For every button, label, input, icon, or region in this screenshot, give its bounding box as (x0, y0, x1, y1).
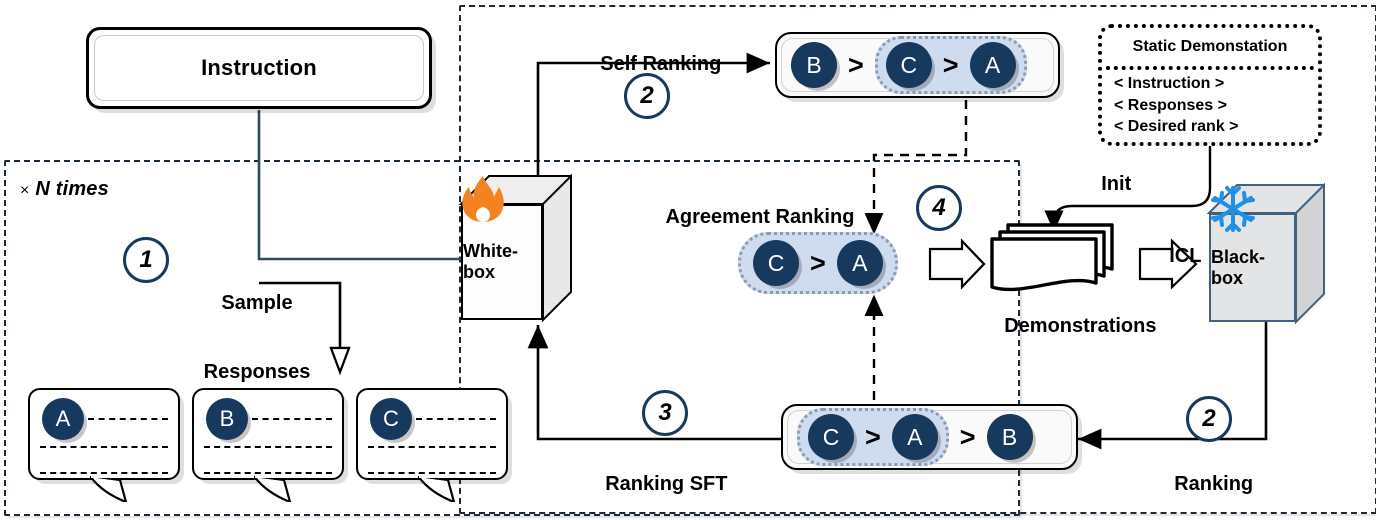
bubble-a-text-line-2 (40, 446, 168, 448)
bubble-b-text-line-1 (252, 418, 332, 420)
init-text: Init (1101, 173, 1132, 195)
ranking-label: Ranking (1152, 450, 1253, 519)
init-label: Init (1079, 150, 1131, 219)
blackbox-rank-gt-2: > (959, 421, 976, 452)
n-times-text: N times (35, 178, 109, 200)
multiply-sign: × (20, 182, 30, 199)
agreement-ranking-label: Agreement Ranking (644, 183, 854, 252)
step-2-ranking-badge: 2 (1186, 396, 1232, 442)
snowflake-icon (1211, 186, 1255, 232)
self-ranking-panel: B > C > A (775, 32, 1060, 98)
bubble-b-text-line-2 (204, 446, 332, 448)
black-box-model: Black-box (1206, 182, 1325, 325)
step-1-number: 1 (139, 246, 153, 273)
bubble-b-tail (254, 476, 298, 502)
response-badge-c: C (370, 398, 412, 440)
bubble-a-text-line-3 (40, 472, 168, 474)
ranking-sft-text: Ranking SFT (605, 473, 728, 495)
self-rank-node-2: C (885, 42, 932, 88)
response-bubble-c: C (356, 388, 508, 502)
white-box-cube-shape (458, 173, 572, 323)
instruction-box: Instruction (86, 27, 432, 109)
blackbox-ranking-highlight-group: C > A (797, 408, 949, 466)
agreement-rank-node-2: A (836, 240, 883, 286)
demonstrations-stack (986, 223, 1122, 293)
step-4-badge: 4 (916, 185, 962, 231)
icl-label: ICL (1147, 222, 1201, 291)
icl-text: ICL (1169, 245, 1202, 267)
ranking-sft-label: Ranking SFT (583, 450, 727, 519)
instruction-label: Instruction (201, 55, 317, 80)
response-bubble-b: B (192, 388, 344, 502)
step-2-self-ranking-badge: 2 (624, 73, 670, 119)
static-demonstration-title: Static Demonstation (1106, 28, 1314, 70)
static-demo-line-desired-rank: < Desired rank > (1114, 118, 1239, 136)
bubble-c-text-line-1 (416, 418, 496, 420)
white-box-model: White-box (458, 173, 572, 323)
agreement-rank-node-1: C (753, 240, 799, 286)
response-bubble-a: A (28, 388, 180, 502)
self-ranking-text: Self Ranking (600, 53, 722, 75)
static-demo-line-responses: < Responses > (1114, 96, 1227, 114)
static-demo-line-instruction: < Instruction > (1114, 75, 1225, 92)
sample-responses-line-2: Responses (203, 361, 311, 383)
self-rank-gt-1: > (848, 49, 864, 80)
black-box-label: Black-box (1209, 213, 1296, 322)
n-times-loop-frame (4, 160, 1020, 516)
self-ranking-label: Self Ranking (578, 30, 721, 99)
step-2-self-number: 2 (640, 82, 654, 109)
bubble-c-text-line-3 (368, 472, 496, 474)
static-demonstration-body: < Instruction > < Responses > < Desired … (1102, 70, 1318, 138)
demonstrations-text: Demonstrations (1004, 315, 1157, 337)
blackbox-ranking-panel: C > A > B (781, 404, 1078, 470)
bubble-c-text-line-2 (368, 446, 496, 448)
n-times-label: × N times (20, 178, 109, 201)
step-3-number: 3 (658, 399, 672, 426)
self-ranking-highlight-group: C > A (874, 36, 1027, 94)
step-3-badge: 3 (642, 390, 688, 436)
flame-icon (462, 176, 504, 222)
bubble-c-tail (418, 476, 462, 502)
blackbox-rank-gt-1: > (865, 421, 881, 452)
self-rank-node-3: A (969, 42, 1016, 88)
step-2-ranking-number: 2 (1202, 405, 1216, 432)
bubble-a-tail (90, 476, 134, 502)
agreement-ranking-group: C > A (738, 232, 898, 294)
white-box-label: White-box (461, 204, 543, 320)
sample-responses-label: Sample Responses (188, 246, 326, 430)
blackbox-rank-node-2: A (891, 414, 938, 460)
demonstrations-icon (990, 223, 1114, 292)
blackbox-rank-node-3: B (986, 414, 1033, 460)
demonstrations-label: Demonstrations (982, 292, 1156, 361)
response-badge-b: B (206, 398, 248, 440)
blackbox-rank-node-1: C (808, 414, 854, 460)
response-badge-a: A (42, 398, 84, 440)
bubble-b-text-line-3 (204, 472, 332, 474)
bubble-a-text-line-1 (88, 418, 168, 420)
agreement-ranking-text: Agreement Ranking (665, 206, 855, 228)
step-1-badge: 1 (123, 237, 169, 283)
static-demonstration-box: Static Demonstation < Instruction > < Re… (1098, 24, 1322, 146)
ranking-text: Ranking (1174, 473, 1254, 495)
step-4-number: 4 (932, 194, 946, 221)
self-rank-node-1: B (791, 42, 837, 88)
self-rank-gt-2: > (942, 49, 959, 80)
sample-responses-line-1: Sample (221, 292, 293, 314)
agreement-rank-gt-1: > (810, 247, 826, 278)
